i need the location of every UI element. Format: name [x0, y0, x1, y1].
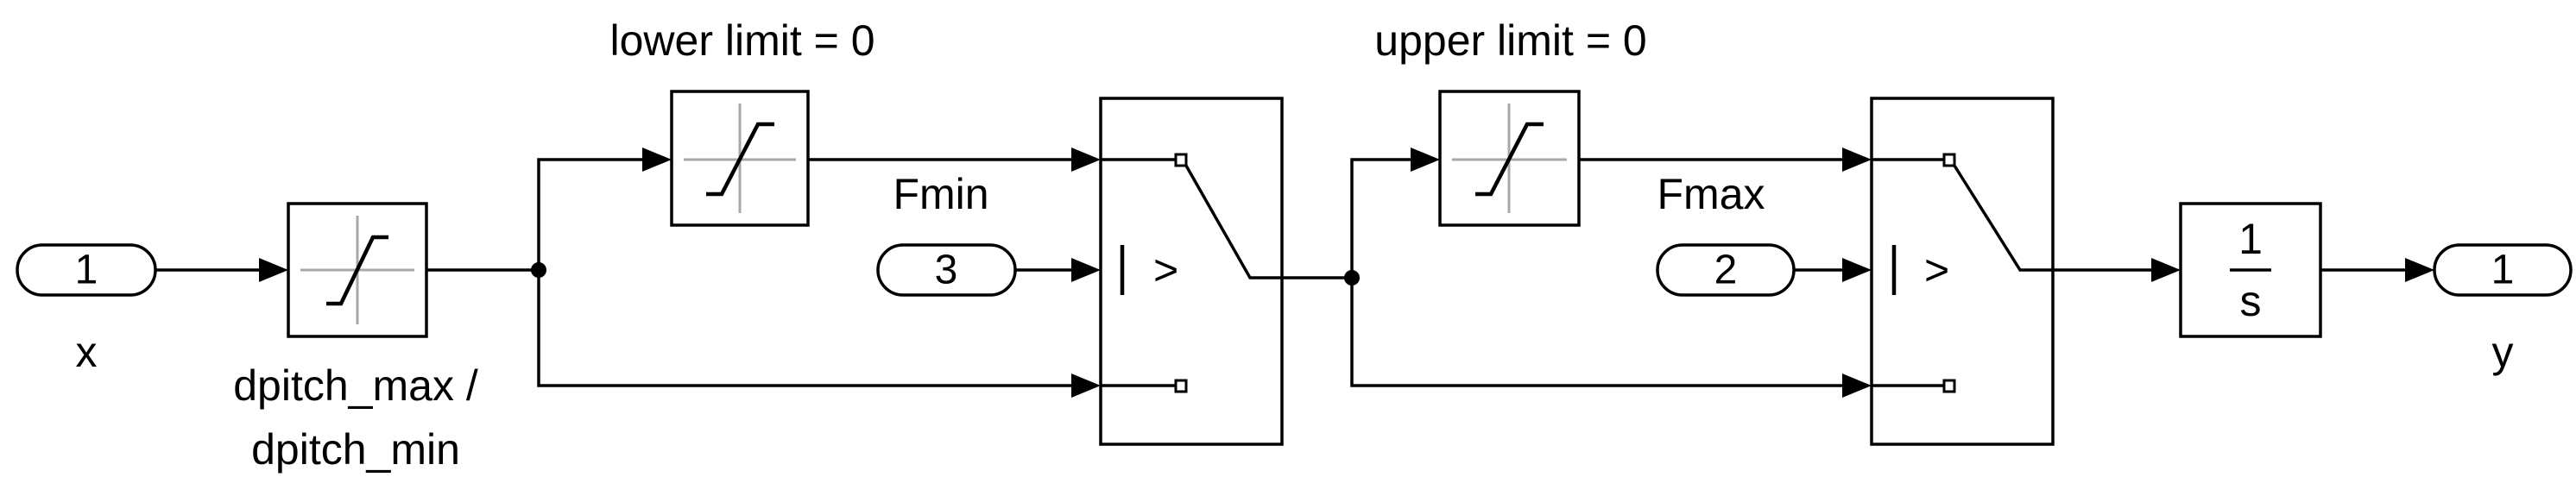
saturation-upper-label: upper limit = 0: [1374, 16, 1646, 65]
switch-1-block[interactable]: >: [1099, 97, 1284, 446]
arrow-head: [2151, 258, 2181, 282]
integrator-block[interactable]: 1 s: [2179, 202, 2322, 338]
arrow-head: [1842, 148, 1872, 172]
signal-fmax-label: Fmax: [1657, 170, 1765, 218]
junction-dot: [1344, 270, 1360, 286]
arrow-head: [1071, 258, 1101, 282]
inport-x[interactable]: 1: [16, 243, 157, 297]
inport-fmin[interactable]: 3: [876, 243, 1017, 297]
rate-limiter-label-line1: dpitch_max /: [233, 361, 478, 410]
wire-branch-to-upper-saturation: [1350, 158, 1414, 278]
wire-branch-to-switch2-bottom: [1350, 278, 1845, 387]
rate-limiter-icon: [326, 235, 388, 306]
inport-fmax-number: 2: [1714, 248, 1738, 293]
outport-y-label: y: [2492, 328, 2514, 376]
saturation-upper-block[interactable]: [1438, 90, 1581, 227]
switch-contact: [1942, 153, 1956, 167]
outport-y-number: 1: [2491, 248, 2515, 293]
arrow-head: [1071, 374, 1101, 398]
rate-limiter-block[interactable]: [287, 202, 428, 338]
junction-dot: [531, 262, 546, 278]
switch-1-criteria: >: [1153, 246, 1178, 294]
inport-x-label: x: [76, 328, 98, 376]
switch-contact: [1174, 379, 1188, 393]
signal-lines: [155, 148, 2434, 398]
outport-y[interactable]: 1: [2433, 243, 2573, 297]
inport-fmax[interactable]: 2: [1656, 243, 1796, 297]
switch-contact: [1174, 153, 1188, 167]
saturation-lower-block[interactable]: [670, 90, 810, 227]
arrow-head: [1842, 374, 1872, 398]
integrator-numerator: 1: [2238, 215, 2263, 263]
saturation-icon: [1475, 122, 1544, 197]
saturation-lower-label: lower limit = 0: [609, 16, 874, 65]
signal-fmin-label: Fmin: [893, 170, 988, 218]
switch-2-block[interactable]: >: [1870, 97, 2055, 446]
switch-contact: [1942, 379, 1956, 393]
rate-limiter-label-line2: dpitch_min: [251, 425, 460, 474]
arrow-head: [2405, 258, 2434, 282]
arrow-head: [259, 258, 288, 282]
arrow-head: [1071, 148, 1101, 172]
arrow-head: [642, 148, 672, 172]
integrator-denominator: s: [2240, 277, 2262, 325]
wire-branch-to-switch1-bottom: [537, 270, 1074, 387]
switch-2-criteria: >: [1924, 246, 1949, 294]
arrow-head: [1842, 258, 1872, 282]
inport-fmin-number: 3: [935, 248, 958, 293]
wire-branch-to-lower-saturation: [537, 158, 646, 270]
saturation-icon: [706, 122, 774, 197]
inport-x-number: 1: [75, 248, 98, 293]
arrow-head: [1411, 148, 1440, 172]
